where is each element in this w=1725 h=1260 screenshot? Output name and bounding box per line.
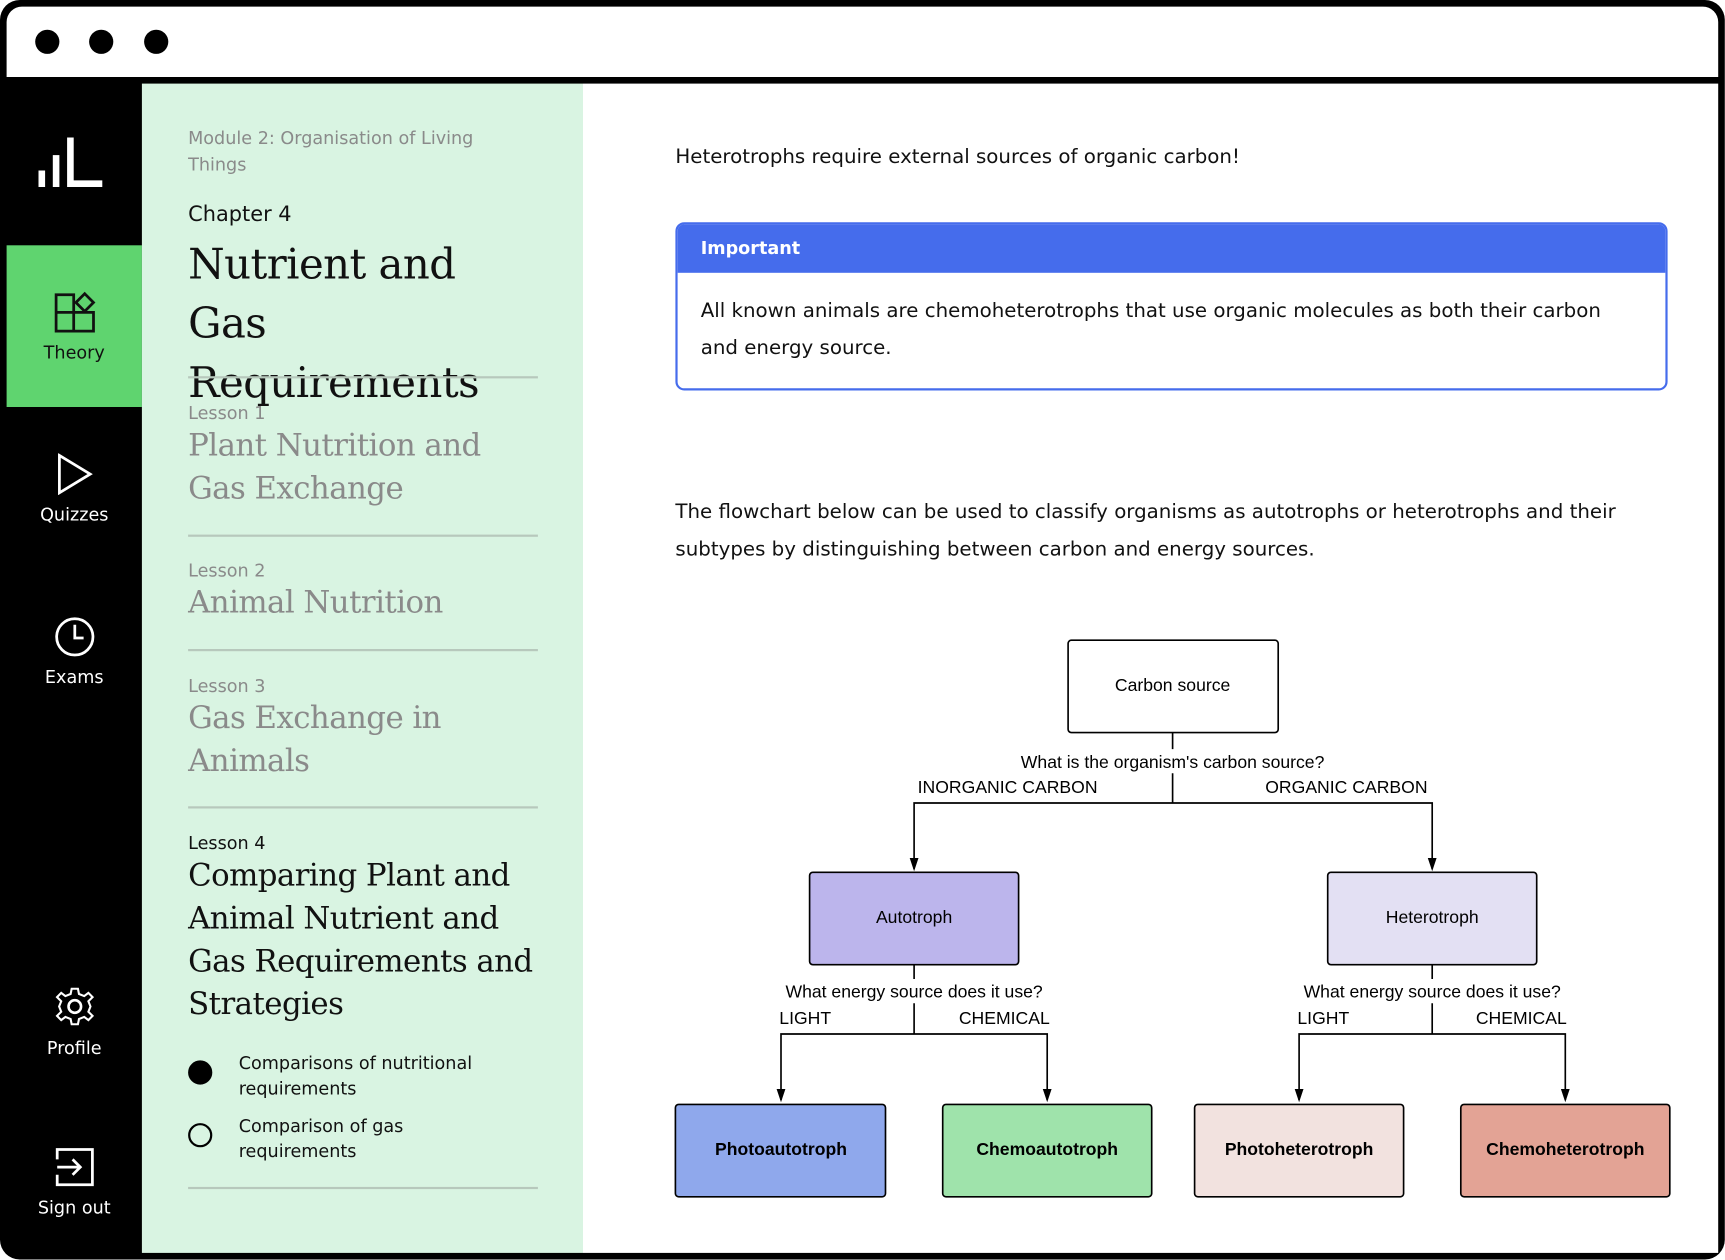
connector [913, 732, 1434, 870]
branch-label: INORGANIC CARBON [918, 777, 1098, 797]
arrowhead [909, 858, 919, 872]
radio-unselected[interactable] [188, 1123, 213, 1148]
play-icon [57, 452, 93, 496]
lesson-label: Lesson 2 [188, 559, 266, 581]
node-label: Carbon source [1115, 675, 1230, 695]
subtopic-label: Comparisons of nutritional requirements [238, 1052, 473, 1099]
node-label: Autotroph [876, 907, 952, 927]
logo-icon [38, 137, 103, 188]
lesson-item-4[interactable]: Lesson 4 Comparing Plant and Animal Nutr… [188, 833, 538, 1026]
callout-heading: Important [677, 224, 1666, 273]
chapter-label: Chapter 4 [188, 202, 292, 227]
subtopic-item[interactable]: Comparison of gas requirements [188, 1113, 538, 1164]
divider [188, 1186, 538, 1190]
maximize-dot[interactable] [144, 29, 169, 54]
divider [188, 649, 538, 652]
arrowhead [1294, 1089, 1304, 1103]
divider [188, 534, 538, 537]
sidebar-item-label: Exams [44, 666, 104, 688]
divider [188, 806, 538, 809]
lesson-item-2[interactable]: Lesson 2 Animal Nutrition [188, 560, 538, 624]
carbon-source-node [1067, 639, 1280, 734]
arrowhead [1042, 1089, 1052, 1103]
branch-label: LIGHT [1297, 1008, 1349, 1028]
lesson-panel: Module 2: Organisation of Living Things … [141, 83, 583, 1253]
lesson-title: Gas Exchange in Animals [188, 699, 441, 779]
subtopic-item[interactable]: Comparisons of nutritional requirements [188, 1051, 538, 1102]
intro-text: Heterotrophs require external sources of… [675, 145, 1240, 169]
arrowhead [1560, 1089, 1570, 1103]
lesson-item-1[interactable]: Lesson 1 Plant Nutrition and Gas Exchang… [188, 403, 538, 510]
callout-body: All known animals are chemoheterotrophs … [700, 299, 1601, 360]
arrowhead [1427, 858, 1437, 872]
shapes-icon [54, 291, 95, 333]
sidebar-item-profile[interactable]: Profile [7, 985, 142, 1059]
lesson-label: Lesson 3 [188, 675, 266, 697]
module-title: Module 2: Organisation of Living Things [188, 127, 474, 175]
divider [188, 376, 538, 379]
sign-out-icon [55, 1148, 94, 1187]
sidebar-item-label: Sign out [37, 1196, 111, 1218]
sidebar: Theory Quizzes Exams Profile Sign out [6, 83, 142, 1253]
lesson-item-3[interactable]: Lesson 3 Gas Exchange in Animals [188, 675, 538, 782]
branch-label: LIGHT [779, 1008, 831, 1028]
photoheterotroph-node [1193, 1103, 1405, 1198]
heterotroph-node [1326, 871, 1538, 966]
lesson-label: Lesson 1 [188, 402, 266, 424]
sidebar-item-label: Theory [43, 342, 105, 363]
flowchart: Carbon source What is the organism's car… [674, 639, 1671, 1198]
lesson-label: Lesson 4 [188, 832, 266, 854]
node-label: Chemoautotroph [976, 1139, 1118, 1159]
branch-label: ORGANIC CARBON [1265, 777, 1427, 797]
lesson-title: Plant Nutrition and Gas Exchange [188, 426, 481, 506]
node-label: Photoheterotroph [1225, 1139, 1374, 1159]
main-content: Heterotrophs require external sources of… [583, 83, 1719, 1253]
chemoheterotroph-node [1459, 1103, 1671, 1198]
node-label: Chemoheterotroph [1486, 1139, 1644, 1159]
sidebar-item-label: Profile [46, 1037, 102, 1059]
lesson-title: Animal Nutrition [188, 584, 443, 621]
subtopic-label: Comparison of gas requirements [238, 1115, 404, 1162]
arrowhead [776, 1089, 786, 1103]
clock-icon [54, 617, 94, 657]
close-dot[interactable] [35, 29, 60, 54]
minimize-dot[interactable] [89, 29, 114, 54]
sidebar-item-exams[interactable]: Exams [7, 616, 142, 688]
lesson-title: Comparing Plant and Animal Nutrient and … [188, 856, 533, 1022]
gear-icon [55, 987, 94, 1026]
photoautotroph-node [674, 1103, 887, 1198]
radio-selected[interactable] [188, 1060, 213, 1085]
sidebar-item-sign-out[interactable]: Sign out [7, 1146, 142, 1218]
question-label: What energy source does it use? [785, 982, 1042, 1002]
flowchart-intro: The flowchart below can be used to class… [675, 500, 1616, 562]
node-label: Photoautotroph [715, 1139, 847, 1159]
connector [1298, 964, 1567, 1101]
branch-label: CHEMICAL [959, 1008, 1050, 1028]
title-bar [6, 6, 1719, 78]
sidebar-item-theory[interactable]: Theory [6, 245, 142, 407]
autotroph-node [808, 871, 1020, 966]
chemoautotroph-node [941, 1103, 1153, 1198]
sidebar-item-label: Quizzes [40, 503, 109, 525]
node-label: Heterotroph [1386, 907, 1479, 927]
important-callout: Important All known animals are chemohet… [675, 222, 1668, 391]
question-label: What is the organism's carbon source? [1021, 752, 1325, 772]
sidebar-item-quizzes[interactable]: Quizzes [7, 452, 142, 525]
connector [780, 964, 1049, 1101]
chapter-title: Nutrient and Gas Requirements [188, 239, 480, 407]
question-label: What energy source does it use? [1304, 982, 1561, 1002]
branch-label: CHEMICAL [1476, 1008, 1567, 1028]
